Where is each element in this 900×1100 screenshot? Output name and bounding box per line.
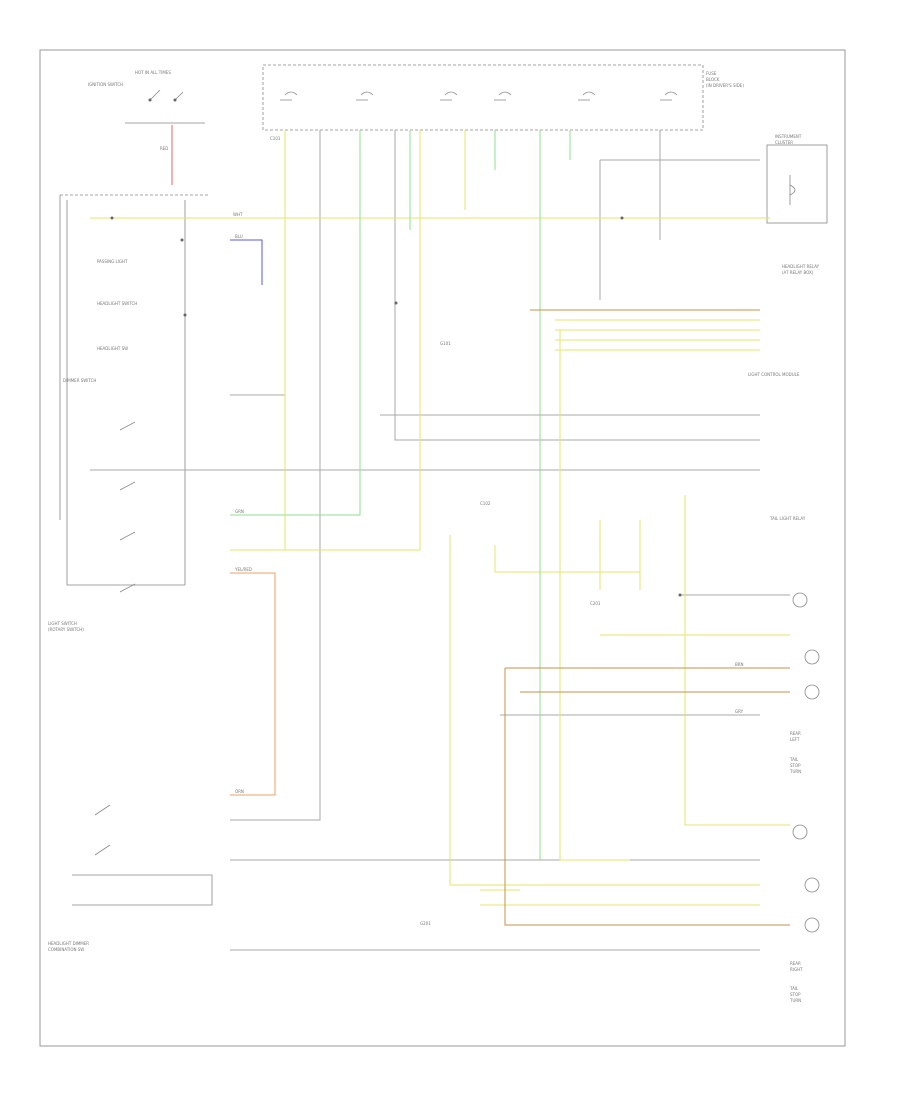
svg-text:ORN: ORN [235,789,244,794]
svg-text:STOP: STOP [790,763,801,768]
svg-text:WHT: WHT [233,212,243,217]
svg-text:TURN: TURN [789,769,801,774]
svg-text:LEFT: LEFT [790,737,800,742]
svg-text:IGNITION SWITCH: IGNITION SWITCH [88,82,123,87]
svg-text:G201: G201 [420,921,431,926]
svg-text:BLOCK: BLOCK [706,77,720,82]
svg-text:GRY: GRY [735,709,744,714]
wire-blue [230,239,263,285]
headlight-dimmer: HEADLIGHT DIMMER COMBINATION SW [48,804,213,952]
splices [110,216,682,597]
svg-text:TAIL: TAIL [789,986,799,991]
light-switch-label: LIGHT SWITCH [48,621,77,626]
wires-yellow [90,130,790,906]
svg-text:BRN: BRN [735,662,744,667]
rear-left-lamps: REAR LEFT TAIL STOP TURN [789,592,820,774]
svg-text:C101: C101 [270,136,281,141]
svg-text:(IN DRIVER'S SIDE): (IN DRIVER'S SIDE) [706,83,744,88]
light-switch: PASSING LIGHT HEADLIGHT SWITCH HEADLIGHT… [48,194,210,632]
svg-text:(AT RELAY BOX): (AT RELAY BOX) [782,270,814,275]
svg-text:REAR: REAR [790,961,801,966]
svg-text:RED: RED [160,146,168,151]
svg-text:RIGHT: RIGHT [790,967,803,972]
instrument-cluster: INSTRUMENT CLUSTER [766,134,828,224]
light-control-label: LIGHT CONTROL MODULE [748,372,800,377]
svg-text:YEL/RED: YEL/RED [234,567,252,572]
svg-text:PASSING LIGHT: PASSING LIGHT [97,259,128,264]
wires-green [230,130,571,860]
fuse-block: FUSE BLOCK (IN DRIVER'S SIDE) [262,64,744,131]
wires-gray [90,130,790,951]
instrument-cluster-label: INSTRUMENT [775,134,802,139]
connector-labels: C101 C102 C201 G101 G201 [270,136,601,926]
svg-text:GRN: GRN [235,509,244,514]
diagram-frame [39,49,846,1047]
svg-text:(ROTARY SWITCH): (ROTARY SWITCH) [48,627,84,632]
svg-text:COMBINATION SW: COMBINATION SW [48,947,84,952]
wires-brown [504,309,790,926]
svg-text:BLU: BLU [235,234,243,239]
svg-text:HOT IN ALL TIMES: HOT IN ALL TIMES [135,70,171,75]
svg-text:HEADLIGHT SW: HEADLIGHT SW [97,346,128,351]
svg-text:HEADLIGHT SWITCH: HEADLIGHT SWITCH [97,301,137,306]
svg-text:TURN: TURN [789,998,801,1003]
svg-text:REAR: REAR [790,731,801,736]
ignition-switch: HOT IN ALL TIMES IGNITION SWITCH [88,70,205,124]
svg-text:CLUSTER: CLUSTER [775,140,793,145]
svg-text:G101: G101 [440,341,451,346]
wire-code-labels: WHT YEL/RED GRN BRN BLU ORN RED GRY [160,146,744,794]
svg-text:C201: C201 [590,601,601,606]
svg-text:TAIL: TAIL [789,757,799,762]
svg-text:C102: C102 [480,501,491,506]
tail-light-relay-label: TAIL LIGHT RELAY [769,516,806,521]
svg-text:HEADLIGHT DIMMER: HEADLIGHT DIMMER [48,941,89,946]
svg-text:STOP: STOP [790,992,801,997]
fuse-block-label: FUSE [706,71,717,76]
rear-right-lamps: REAR RIGHT TAIL STOP TURN [789,824,820,1003]
svg-text:DIMMER SWITCH: DIMMER SWITCH [63,378,96,383]
wire-orange [230,572,276,796]
headlight-relay-label: HEADLIGHT RELAY [782,264,820,269]
